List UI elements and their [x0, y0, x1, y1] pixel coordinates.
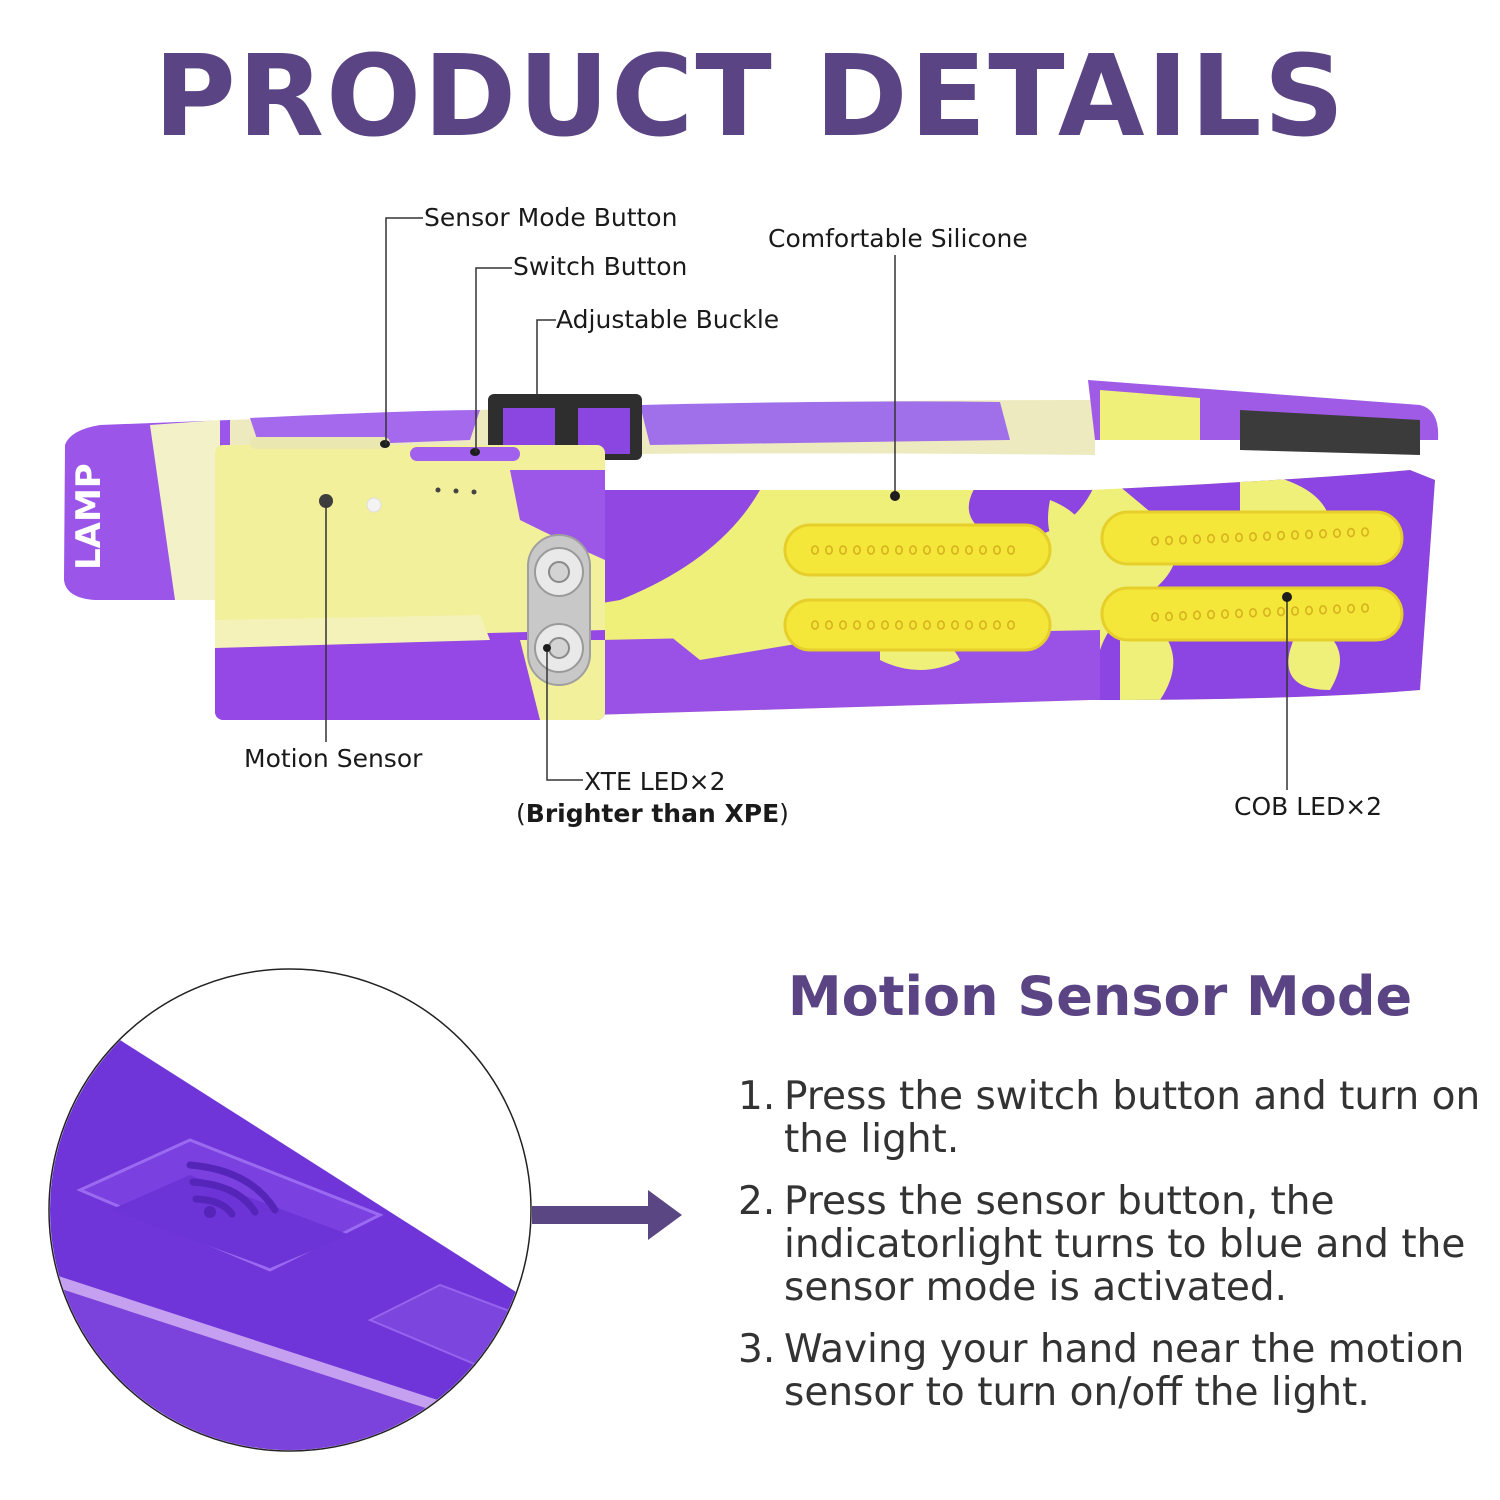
motion-sensor-mode-title: Motion Sensor Mode — [787, 965, 1413, 1028]
motion-sensor-window — [319, 494, 333, 508]
led-dot — [1179, 534, 1188, 545]
step-text: Waving your hand near the motion sensor … — [784, 1327, 1465, 1415]
led-dot — [978, 545, 987, 555]
led-dot — [1305, 529, 1314, 540]
led-dot — [1006, 620, 1015, 630]
led-dot — [1193, 610, 1202, 621]
led-dot — [1361, 603, 1370, 613]
led-dot — [1263, 607, 1272, 618]
xte-led-pair — [527, 534, 591, 686]
led-dot — [1291, 606, 1300, 616]
led-dot — [950, 620, 959, 630]
led-dot — [810, 620, 819, 630]
led-dot — [1305, 605, 1314, 616]
led-dot — [1347, 603, 1356, 614]
instruction-step: 3. Waving your hand near the motion sens… — [738, 1328, 1498, 1414]
led-dot — [1249, 531, 1258, 542]
headband-strap: LAMP — [64, 400, 1095, 600]
rear-bracket — [1088, 380, 1439, 455]
led-dot — [936, 620, 945, 630]
led-dot — [1165, 611, 1174, 622]
callout-lines — [325, 217, 1288, 790]
led-dot — [866, 545, 875, 555]
led-dot — [810, 545, 819, 555]
led-dot — [908, 545, 917, 555]
led-dot — [1333, 604, 1342, 615]
led-dot — [852, 545, 861, 555]
callout-switch-button: Switch Button — [513, 252, 688, 281]
led-dot — [1277, 530, 1286, 541]
led-dot — [852, 620, 861, 630]
led-dot — [1333, 528, 1342, 539]
led-dot — [1207, 609, 1216, 620]
callout-adjustable-buckle: Adjustable Buckle — [556, 305, 780, 334]
led-dot — [1361, 527, 1370, 537]
page-title: PRODUCT DETAILS — [153, 32, 1347, 162]
led-dot — [978, 620, 987, 630]
led-dot — [1347, 527, 1356, 538]
led-dot — [1207, 533, 1216, 544]
led-dot — [880, 545, 889, 555]
callout-comfortable-silicone: Comfortable Silicone — [768, 224, 1028, 253]
led-dot — [838, 620, 847, 630]
instruction-step: 1. Press the switch button and turn on t… — [738, 1075, 1498, 1161]
top-buttons — [250, 437, 520, 461]
led-dot — [1235, 532, 1244, 543]
led-dot — [1249, 607, 1258, 618]
callout-sensor-mode-button: Sensor Mode Button — [424, 203, 678, 232]
led-dot — [908, 620, 917, 630]
led-dot — [824, 620, 833, 630]
led-dot — [936, 545, 945, 555]
led-dot — [880, 620, 889, 630]
callout-xte-led-note: (Brighter than XPE) — [516, 799, 789, 828]
led-dot — [1291, 530, 1300, 540]
led-dot — [950, 545, 959, 555]
led-dot — [964, 620, 973, 630]
sensor-closeup — [48, 968, 532, 1452]
led-dot — [838, 545, 847, 555]
led-dot — [1319, 528, 1328, 539]
led-dot — [922, 545, 931, 555]
led-dot — [1235, 608, 1244, 619]
led-dot — [1221, 609, 1230, 619]
led-dot — [866, 620, 875, 630]
led-dot — [894, 545, 903, 555]
led-dot — [992, 545, 1001, 555]
instruction-steps: 1. Press the switch button and turn on t… — [738, 1075, 1498, 1433]
callout-xte-led: XTE LED×2 — [584, 767, 726, 796]
callout-motion-sensor: Motion Sensor — [244, 744, 423, 773]
led-dot — [1221, 533, 1230, 543]
wifi-sensor-icon — [186, 1161, 279, 1218]
led-dot — [894, 620, 903, 630]
led-dot — [1319, 604, 1328, 615]
led-dot — [1006, 545, 1015, 555]
step-number: 1. — [738, 1074, 776, 1119]
arrow-right-icon — [532, 1190, 682, 1240]
led-dot — [1165, 535, 1174, 546]
step-text: Press the sensor button, the indicatorli… — [784, 1179, 1466, 1310]
led-dot — [964, 545, 973, 555]
led-dot — [922, 620, 931, 630]
step-number: 2. — [738, 1179, 776, 1224]
led-dot — [1179, 610, 1188, 621]
instruction-step: 2. Press the sensor button, the indicato… — [738, 1180, 1498, 1309]
step-text: Press the switch button and turn on the … — [784, 1074, 1481, 1162]
led-dot — [1193, 534, 1202, 545]
led-dot — [992, 620, 1001, 630]
led-dot — [1277, 606, 1286, 617]
cob-led-strips — [783, 510, 1404, 652]
led-dot — [1151, 536, 1160, 546]
led-dot — [824, 545, 833, 555]
step-number: 3. — [738, 1327, 776, 1372]
led-dot — [1263, 531, 1272, 542]
strap-brand-text: LAMP — [69, 463, 109, 570]
led-dot — [1151, 612, 1160, 622]
callout-cob-led: COB LED×2 — [1234, 792, 1383, 821]
